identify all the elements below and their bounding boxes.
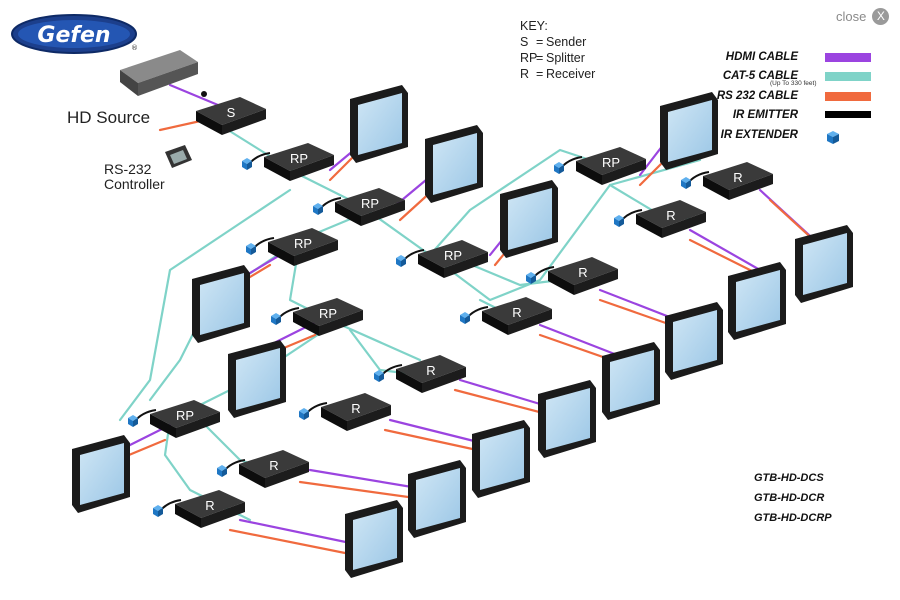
- ir-extender-icon: [614, 209, 643, 227]
- legend-rs232-label: RS 232 CABLE: [716, 90, 798, 102]
- display-monitor: [795, 225, 853, 303]
- receiver-device: R: [299, 393, 391, 431]
- receiver-device: R: [374, 355, 466, 393]
- logo-text: Gefen: [37, 23, 110, 48]
- display-monitor: [500, 180, 558, 258]
- ir-extender-icon: [246, 237, 275, 255]
- splitter-device: RP: [396, 240, 488, 278]
- splitter-label: RP: [444, 248, 462, 263]
- display-monitor: [345, 500, 403, 578]
- splitter-device: RP: [128, 400, 220, 438]
- sender-device: S: [196, 97, 266, 135]
- legend-cat5-note: (Up To 330 feet): [770, 80, 817, 87]
- display-monitor: [350, 85, 408, 163]
- gefen-logo: Gefen ®: [11, 14, 138, 54]
- hdmi-cable: [238, 518, 362, 547]
- ir-extender-icon: [271, 307, 300, 325]
- ir-extender-icon: [217, 459, 246, 477]
- splitter-device: RP: [246, 228, 338, 266]
- hd-source-device: [120, 50, 207, 97]
- receiver-label: R: [269, 458, 278, 473]
- display-monitor: [425, 125, 483, 203]
- receiver-label: R: [666, 208, 675, 223]
- legend-ir-emitter-label: IR EMITTER: [732, 109, 798, 121]
- receiver-label: R: [351, 401, 360, 416]
- devices-layer: S RP RP RP RP RP RP RP R R R R R R R R: [128, 97, 773, 528]
- receiver-label: R: [578, 265, 587, 280]
- ir-extender-icon: [396, 249, 425, 267]
- cat5-cable: [226, 128, 702, 302]
- cat5-cable: [118, 188, 292, 422]
- controller-label-line1: RS-232: [104, 161, 152, 177]
- splitter-device: RP: [313, 188, 405, 226]
- key-item: RP=Splitter: [520, 51, 585, 65]
- splitter-label: RP: [176, 408, 194, 423]
- model-label: GTB-HD-DCR: [754, 492, 825, 504]
- receiver-device: R: [217, 450, 309, 488]
- legend-ir-extender-label: IR EXTENDER: [720, 129, 798, 141]
- model-label: GTB-HD-DCRP: [754, 512, 832, 524]
- splitter-label: RP: [319, 306, 337, 321]
- receiver-label: R: [733, 170, 742, 185]
- splitter-label: RP: [294, 236, 312, 251]
- hd-source-label: HD Source: [67, 108, 151, 127]
- ir-extender-icon: [153, 499, 182, 517]
- display-monitor: [408, 460, 466, 538]
- receiver-device: R: [153, 490, 245, 528]
- sender-label: S: [227, 105, 236, 120]
- close-button[interactable]: close X: [836, 8, 890, 25]
- logo-registered-mark: ®: [131, 44, 138, 52]
- display-monitor: [192, 265, 250, 343]
- controller-label-line2: Controller: [104, 176, 165, 192]
- display-monitor: [665, 302, 723, 380]
- splitter-device: RP: [271, 298, 363, 336]
- rs232-cable: [228, 528, 357, 557]
- splitter-label: RP: [602, 155, 620, 170]
- key-item: R=Receiver: [520, 67, 596, 81]
- receiver-device: R: [614, 200, 706, 238]
- receiver-label: R: [512, 305, 521, 320]
- model-label: GTB-HD-DCS: [754, 472, 824, 484]
- receiver-device: R: [681, 162, 773, 200]
- close-icon: X: [872, 8, 890, 25]
- ir-extender-icon: [313, 197, 342, 215]
- splitter-device: RP: [554, 147, 646, 185]
- receiver-label: R: [426, 363, 435, 378]
- splitter-device: RP: [242, 143, 334, 181]
- key-title: KEY:: [520, 19, 548, 33]
- close-label: close: [836, 9, 867, 24]
- display-monitor: [538, 380, 596, 458]
- splitter-label: RP: [290, 151, 308, 166]
- display-monitor: [72, 435, 130, 513]
- ir-extender-icon: [299, 402, 328, 420]
- cat5-cable: [288, 213, 422, 362]
- splitter-label: RP: [361, 196, 379, 211]
- display-monitor: [728, 262, 786, 340]
- displays-layer: [72, 85, 853, 578]
- receiver-label: R: [205, 498, 214, 513]
- ir-emitter-icon: [201, 91, 207, 97]
- rs232-controller-device: [165, 145, 192, 168]
- ir-extender-icon: [242, 152, 271, 170]
- display-monitor: [602, 342, 660, 420]
- ir-extender-icon: [374, 364, 403, 382]
- ir-extender-icon: [681, 171, 710, 189]
- ir-extender-icon: [554, 156, 583, 174]
- key-panel: KEY: S=Sender RP=Splitter R=Receiver: [520, 18, 595, 82]
- legend-cat5-label: CAT-5 CABLE: [722, 70, 798, 82]
- cat5-cable: [458, 258, 562, 287]
- hdmi-cable: [688, 228, 762, 272]
- key-item: S=Sender: [520, 35, 587, 49]
- receiver-device: R: [526, 257, 618, 295]
- receiver-device: R: [460, 297, 552, 335]
- ir-extender-icon: [128, 409, 157, 427]
- display-monitor: [228, 340, 286, 418]
- ir-extender-icon: [526, 266, 555, 284]
- ir-extender-icon: [460, 306, 489, 324]
- display-monitor: [472, 420, 530, 498]
- legend-hdmi-label: HDMI CABLE: [725, 51, 798, 63]
- display-monitor: [660, 92, 718, 170]
